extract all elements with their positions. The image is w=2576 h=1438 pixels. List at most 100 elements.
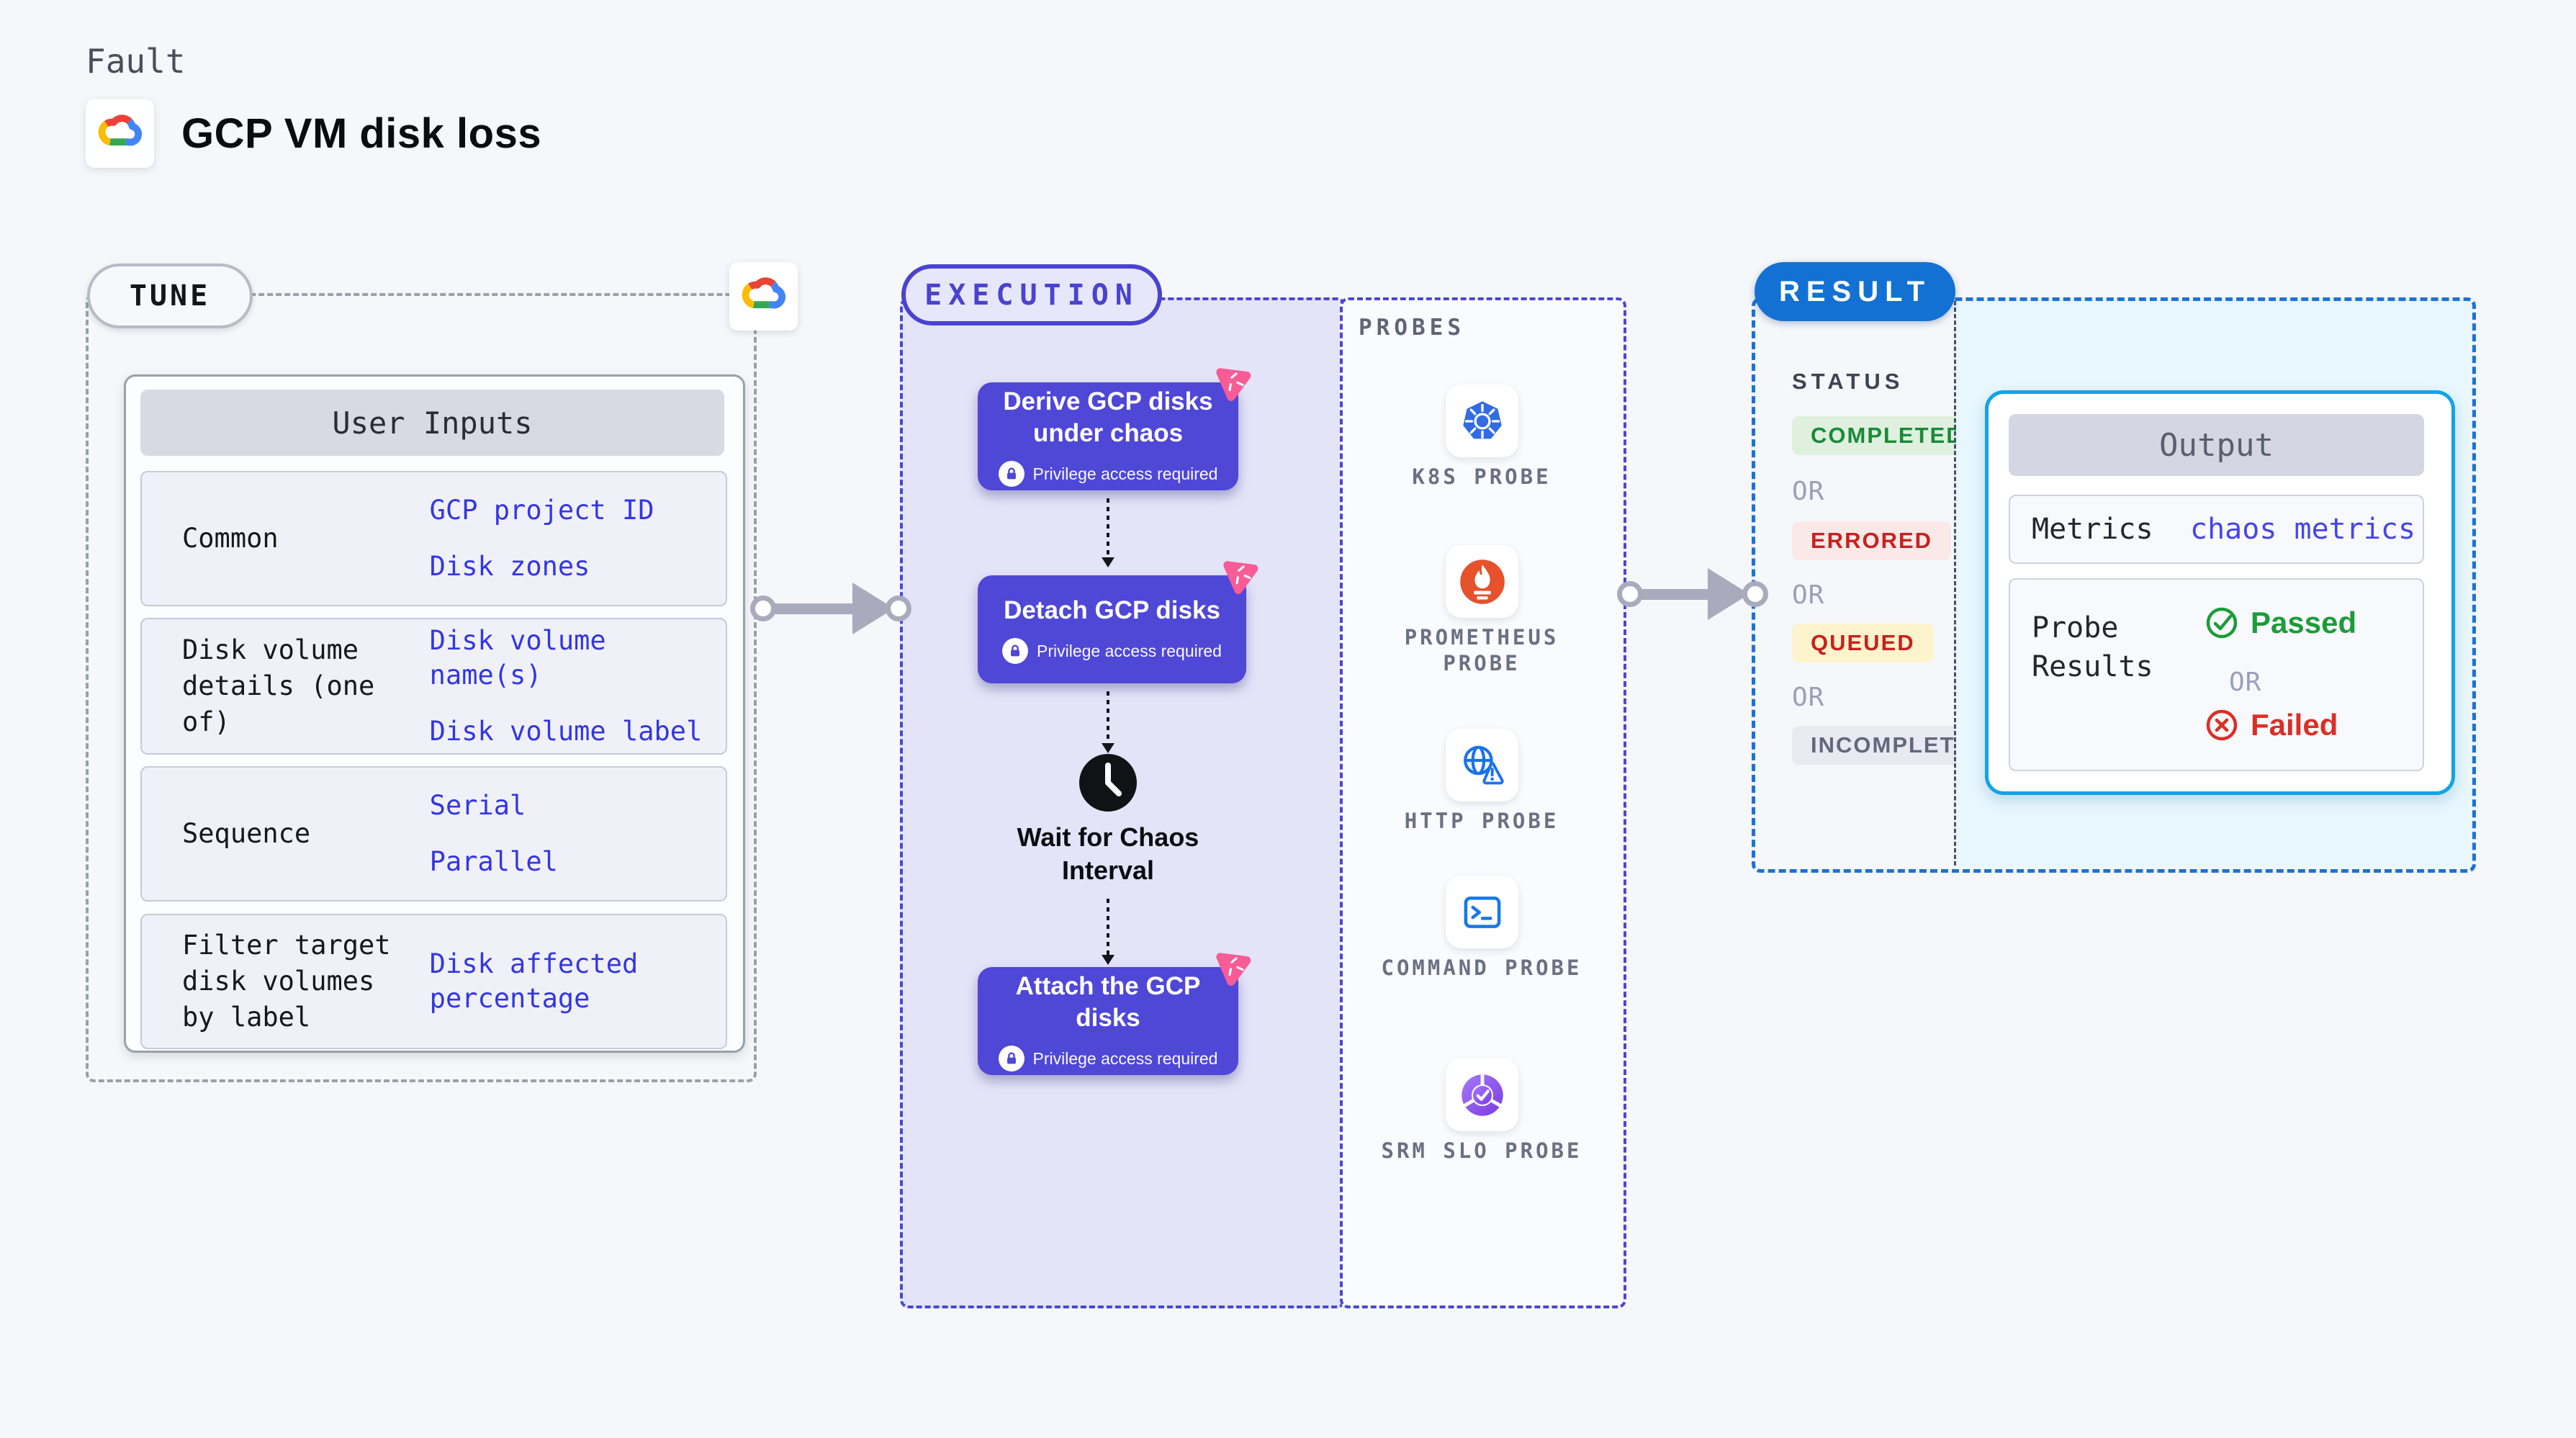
passed-indicator: Passed — [2205, 606, 2356, 640]
terminal-icon — [1457, 887, 1508, 938]
row-value: Disk affected percentage — [429, 948, 639, 1014]
page-title: GCP VM disk loss — [181, 110, 542, 157]
failed-label: Failed — [2251, 708, 2338, 742]
step-attach-gcp-disks: Attach the GCP disks Privilege access re… — [978, 967, 1238, 1075]
prometheus-probe-card — [1446, 545, 1518, 618]
tune-pill-label: TUNE — [129, 279, 211, 313]
tune-container — [86, 293, 757, 1082]
k8s-probe-card — [1446, 385, 1518, 457]
privilege-badge: Privilege access required — [998, 461, 1218, 487]
execution-pill: EXECUTION — [901, 264, 1162, 325]
kubernetes-icon — [1459, 397, 1506, 445]
table-row-filter-target: Filter target disk volumes by label Disk… — [140, 914, 727, 1049]
http-globe-warning-icon — [1457, 740, 1508, 791]
lock-icon — [998, 461, 1024, 487]
fault-eyebrow: Fault — [86, 42, 186, 81]
failed-x-icon — [2205, 708, 2239, 742]
privilege-badge-label: Privilege access required — [1032, 464, 1218, 483]
result-pill: RESULT — [1755, 262, 1955, 321]
probes-heading: PROBES — [1359, 315, 1465, 341]
connector-arrowhead — [1102, 955, 1114, 965]
or-label: OR — [1792, 477, 1825, 506]
row-label: Disk volume details (one of) — [182, 634, 375, 737]
row-values: Disk affected percentage — [410, 947, 726, 1016]
metrics-label: Metrics — [2032, 513, 2153, 546]
probes-container — [1340, 297, 1626, 1308]
row-values: GCP project ID Disk zones — [410, 493, 726, 584]
output-card: Output Metrics chaos metrics Probe Resul… — [1985, 390, 2455, 795]
connector-dotted — [1107, 691, 1109, 743]
or-label: OR — [1792, 580, 1825, 610]
or-label: OR — [1792, 683, 1825, 712]
connector-arrowhead — [1102, 743, 1114, 753]
privilege-badge-label: Privilege access required — [1032, 1048, 1218, 1068]
chaos-icon — [1220, 553, 1264, 598]
probe-results-row: Probe Results Passed OR Failed — [2009, 578, 2424, 771]
step-detach-gcp-disks: Detach GCP disks Privilege access requir… — [978, 575, 1246, 683]
probe-label: PROMETHEUS PROBE — [1404, 625, 1559, 675]
output-title: Output — [2159, 426, 2274, 464]
step-title: Attach the GCP disks — [1015, 972, 1201, 1032]
row-label: Filter target disk volumes by label — [182, 930, 391, 1033]
row-values: Disk volume name(s) Disk volume label — [410, 624, 726, 749]
result-pill-label: RESULT — [1778, 275, 1932, 307]
user-inputs-title: User Inputs — [332, 405, 533, 441]
metrics-row: Metrics chaos metrics — [2009, 495, 2424, 564]
table-row-disk-volume-details: Disk volume details (one of) Disk volume… — [140, 618, 727, 755]
chaos-icon — [1212, 945, 1257, 989]
row-value: Disk volume name(s) — [429, 625, 606, 691]
step-title: Detach GCP disks — [1004, 596, 1220, 624]
privilege-badge: Privilege access required — [1002, 638, 1222, 664]
wait-for-chaos-interval-label: Wait for Chaos Interval — [1017, 822, 1199, 885]
step-derive-gcp-disks: Derive GCP disks under chaos Privilege a… — [978, 382, 1238, 490]
probe-label: COMMAND PROBE — [1381, 956, 1582, 980]
privilege-badge: Privilege access required — [998, 1046, 1218, 1071]
or-label: OR — [2229, 668, 2262, 697]
privilege-badge-label: Privilege access required — [1037, 641, 1222, 660]
lock-icon — [1002, 638, 1029, 664]
clock-icon — [1079, 754, 1137, 812]
probe-label: HTTP PROBE — [1404, 809, 1559, 833]
execution-pill-label: EXECUTION — [924, 278, 1139, 312]
output-header: Output — [2009, 414, 2424, 476]
table-row-common: Common GCP project ID Disk zones — [140, 471, 727, 606]
lock-icon — [998, 1046, 1024, 1071]
probe-results-label: Probe Results — [2032, 611, 2153, 683]
metrics-value: chaos metrics — [2190, 513, 2416, 546]
srm-slo-probe-card — [1446, 1059, 1518, 1131]
probe-label: SRM SLO PROBE — [1381, 1138, 1582, 1163]
passed-check-icon — [2205, 606, 2239, 640]
gcp-logo-card — [86, 99, 154, 168]
status-heading: STATUS — [1792, 369, 1904, 394]
gcp-logo-icon — [739, 271, 789, 322]
row-value: Serial — [429, 790, 526, 821]
probe-label: K8S PROBE — [1412, 464, 1552, 489]
row-label: Common — [182, 523, 279, 554]
table-row-sequence: Sequence Serial Parallel — [140, 766, 727, 902]
tune-pill: TUNE — [87, 264, 253, 328]
connector-arrowhead — [1102, 557, 1114, 567]
passed-label: Passed — [2251, 606, 2357, 639]
tune-gcp-logo-card — [729, 262, 798, 331]
gcp-logo-icon — [95, 109, 145, 159]
prometheus-icon — [1457, 557, 1508, 607]
srm-slo-icon — [1457, 1070, 1508, 1120]
connector-dotted — [1107, 498, 1109, 557]
status-badge-errored: ERRORED — [1792, 521, 1952, 560]
failed-indicator: Failed — [2205, 708, 2338, 742]
result-divider — [1954, 301, 1956, 866]
connector-dotted — [1107, 899, 1109, 955]
http-probe-card — [1446, 729, 1518, 801]
row-value: GCP project ID — [429, 495, 654, 526]
step-title: Derive GCP disks under chaos — [1003, 387, 1213, 447]
row-label: Sequence — [182, 818, 311, 849]
chaos-icon — [1212, 360, 1257, 405]
row-value: Disk zones — [429, 551, 590, 582]
user-inputs-header: User Inputs — [140, 390, 724, 456]
row-values: Serial Parallel — [410, 788, 726, 879]
row-value: Disk volume label — [429, 716, 703, 747]
row-value: Parallel — [429, 846, 558, 877]
command-probe-card — [1446, 876, 1518, 948]
status-badge-completed: COMPLETED — [1792, 416, 1983, 455]
status-badge-queued: QUEUED — [1792, 624, 1934, 662]
